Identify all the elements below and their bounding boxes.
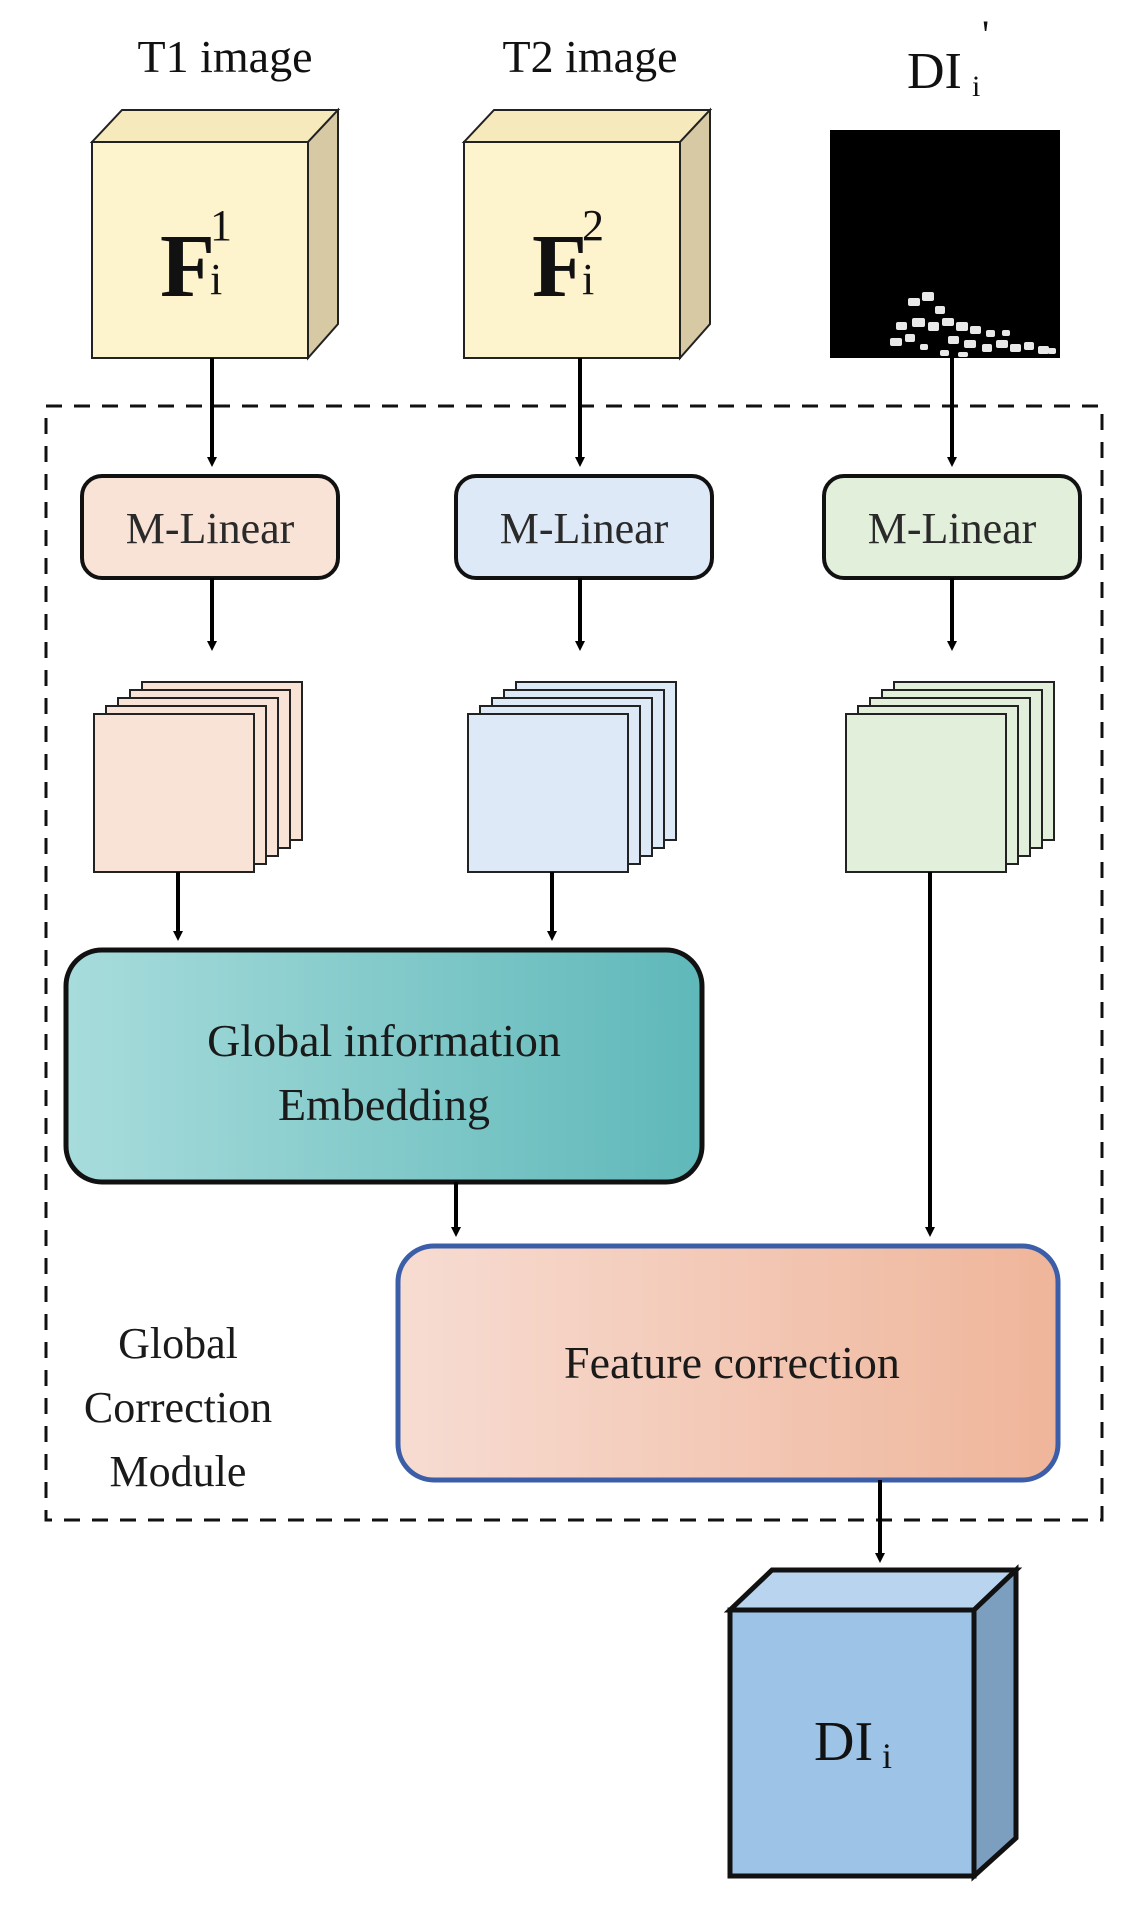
feature-correction-block: Feature correction <box>395 1243 1061 1483</box>
t1-feature-symbol: F <box>160 217 215 316</box>
di-feature-stack-layer-1 <box>845 713 1007 873</box>
module-label-line1: Global <box>118 1319 238 1368</box>
t2-feature-sub: i <box>582 255 594 304</box>
module-label-line3: Module <box>110 1447 247 1496</box>
t2-image-label: T2 image <box>503 31 678 82</box>
di-prev-label: DI i ' <box>907 12 989 103</box>
t1-feature-stack <box>93 681 303 873</box>
embedding-label-line1: Global information <box>207 1015 561 1066</box>
output-di-label-main: DI <box>814 1711 873 1773</box>
di-prev-label-sup: ' <box>982 12 989 57</box>
t2-mlinear-block: M-Linear <box>454 474 714 580</box>
di-mlinear-label: M-Linear <box>868 504 1037 553</box>
t1-image-label: T1 image <box>138 31 313 82</box>
di-prev-label-main: DI <box>907 43 962 100</box>
global-information-embedding-block: Global information Embedding <box>63 947 705 1185</box>
t2-feature-stack <box>467 681 677 873</box>
t2-feature-stack-layer-1 <box>467 713 629 873</box>
di-prev-change-map <box>830 130 1060 358</box>
t1-mlinear-block: M-Linear <box>80 474 340 580</box>
global-correction-module-label: Global Correction Module <box>84 1319 272 1496</box>
output-di-label-sub: i <box>882 1736 892 1776</box>
embedding-label-line2: Embedding <box>278 1079 490 1130</box>
t2-mlinear-label: M-Linear <box>500 504 669 553</box>
di-feature-stack <box>845 681 1055 873</box>
t1-feature-cube: F 1 i <box>89 107 341 361</box>
t1-mlinear-label: M-Linear <box>126 504 295 553</box>
t2-feature-symbol: F <box>532 217 587 316</box>
output-di-cube: DI i <box>723 1564 1023 1882</box>
t1-feature-sub: i <box>210 255 222 304</box>
t1-feature-stack-layer-1 <box>93 713 255 873</box>
module-label-line2: Correction <box>84 1383 272 1432</box>
t2-feature-sup: 2 <box>582 201 604 250</box>
feature-correction-label: Feature correction <box>564 1337 900 1388</box>
t1-feature-sup: 1 <box>210 201 232 250</box>
di-prev-label-sub: i <box>972 70 980 103</box>
t2-feature-cube: F 2 i <box>461 107 713 361</box>
global-correction-module-border <box>44 404 1104 1522</box>
di-mlinear-block: M-Linear <box>822 474 1082 580</box>
